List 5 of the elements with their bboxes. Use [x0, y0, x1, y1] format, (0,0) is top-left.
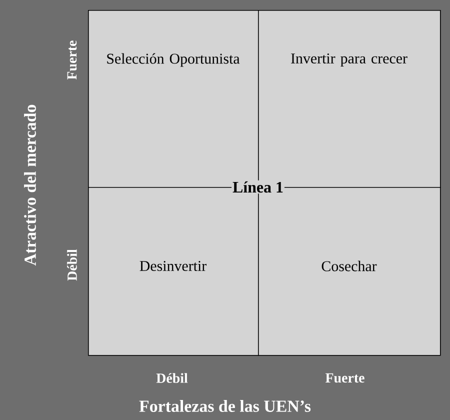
line-label: Línea 1	[232, 180, 284, 194]
axis-tick-label: Débil	[156, 373, 188, 383]
axis-title: Fortalezas de las UEN’s	[139, 400, 311, 412]
axis-tick-label: Fuerte	[326, 373, 364, 383]
axis-title: Atractivo del mercado	[24, 104, 36, 266]
